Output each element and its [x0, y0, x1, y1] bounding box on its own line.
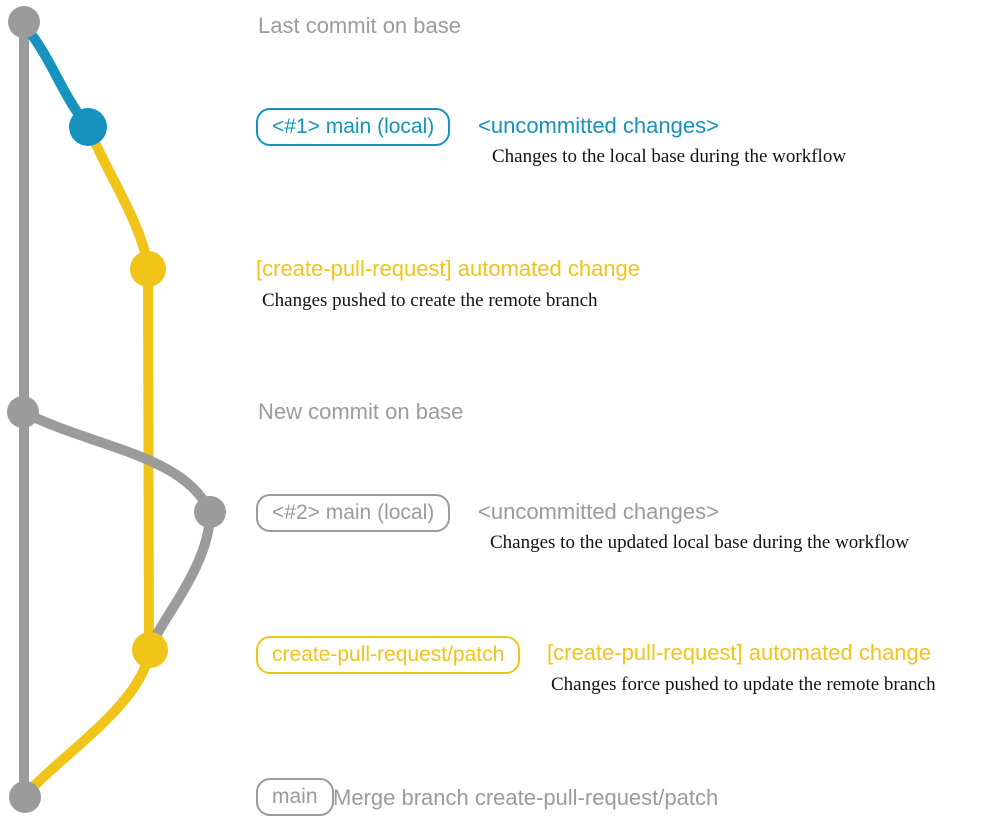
annotation-uncommitted-desc-2: Changes to the updated local base during…: [490, 532, 909, 553]
commit-node-merge: [9, 781, 41, 813]
annotation-uncommitted-changes-2: <uncommitted changes>: [478, 499, 719, 524]
commit-node-pr-2: [132, 632, 168, 668]
annotation-last-commit: Last commit on base: [258, 13, 461, 38]
commit-graph: [7, 6, 226, 813]
branch-label-main-local-1: <#1> main (local): [256, 108, 451, 146]
commit-node-new-base: [7, 396, 39, 428]
annotation-push-desc-2: Changes force pushed to update the remot…: [551, 674, 936, 695]
annotation-uncommitted-changes-1: <uncommitted changes>: [478, 113, 719, 138]
commit-node-uncommitted-1: [69, 108, 107, 146]
branch-label-main-local-2: <#2> main (local): [256, 494, 451, 532]
annotation-automated-change-2: [create-pull-request] automated change: [547, 640, 932, 665]
branch-label-patch: create-pull-request/patch: [256, 636, 521, 674]
uncommitted-branch-2-merge-path: [145, 508, 215, 653]
pr-branch-upper-path: [83, 122, 153, 271]
pr-branch-merge-path: [21, 647, 155, 799]
commit-node-uncommitted-2: [194, 496, 226, 528]
commit-node-pr-1: [130, 251, 166, 287]
annotation-automated-change-1: [create-pull-request] automated change: [256, 256, 641, 281]
annotation-new-commit: New commit on base: [258, 399, 464, 424]
annotation-merge-commit: Merge branch create-pull-request/patch: [333, 785, 719, 810]
base-update-branch-path: [18, 407, 215, 517]
commit-node-last-base: [8, 6, 40, 38]
annotation-uncommitted-desc-1: Changes to the local base during the wor…: [492, 146, 847, 167]
annotation-push-desc-1: Changes pushed to create the remote bran…: [262, 290, 598, 311]
branch-label-main: main: [256, 778, 334, 816]
